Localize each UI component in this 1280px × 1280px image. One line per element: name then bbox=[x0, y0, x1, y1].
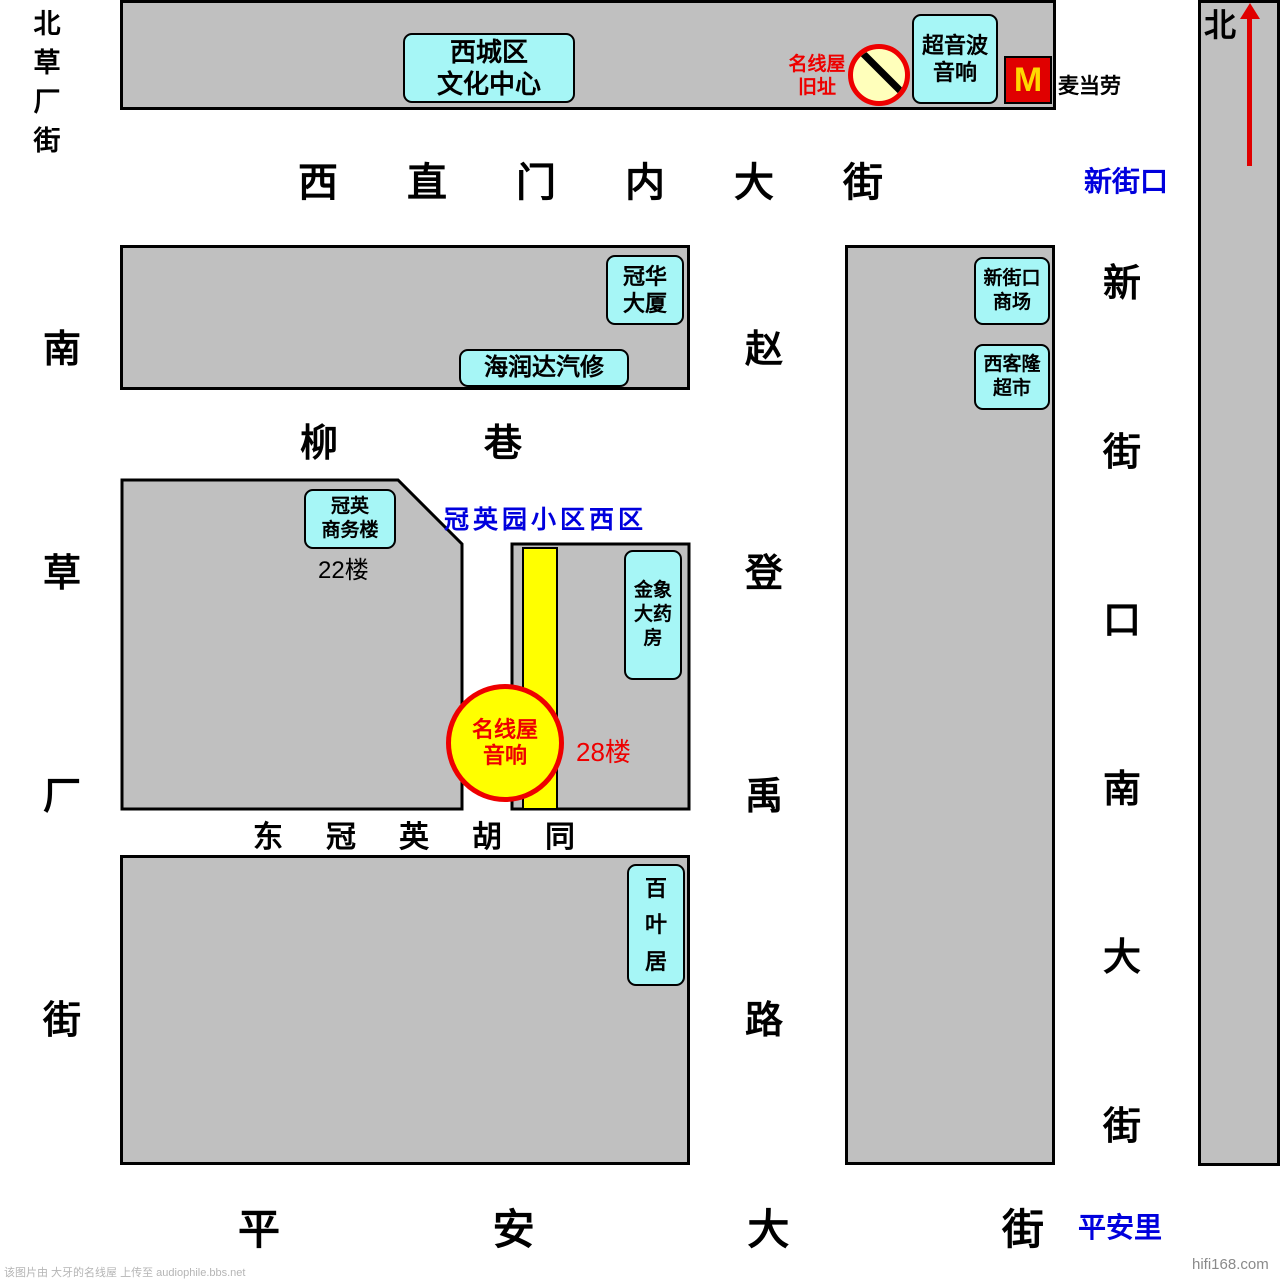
text-segment: 大厦 bbox=[622, 291, 667, 316]
street-xinjiekou-nandajie: 新街口南大街 bbox=[1102, 252, 1142, 1150]
text-segment: 直 bbox=[407, 161, 447, 205]
street-pingan-dajie: 平安大街 bbox=[238, 1196, 1044, 1257]
mcdonalds-m-icon: M bbox=[1004, 56, 1052, 104]
text-segment: 商场 bbox=[992, 292, 1031, 313]
text-segment: 商务楼 bbox=[321, 520, 379, 541]
text-segment: 街 bbox=[42, 999, 81, 1042]
baiyeju-box: 百叶居 bbox=[627, 864, 685, 986]
label-pinganli: 平安里 bbox=[1078, 1212, 1163, 1243]
street-xizhimennei-dajie: 西直门内大街 bbox=[298, 150, 883, 208]
text-segment: 音响 bbox=[482, 743, 527, 768]
text-segment: 叶 bbox=[644, 912, 667, 938]
text-segment: 胡 bbox=[472, 821, 502, 854]
text-segment: 口 bbox=[1102, 600, 1141, 643]
text-segment: 路 bbox=[744, 999, 783, 1042]
text-segment: 街 bbox=[33, 126, 61, 156]
street-liuxiang: 柳巷 bbox=[300, 412, 522, 467]
north-arrow-head-icon bbox=[1240, 3, 1260, 19]
block-lower-west bbox=[120, 855, 690, 1165]
text-segment: 厂 bbox=[33, 87, 61, 117]
mingxianwu-shop-circle: 名线屋音响 bbox=[446, 684, 564, 802]
text-segment: 同 bbox=[545, 821, 575, 854]
old-site-label: 名线屋旧址 bbox=[776, 54, 858, 100]
jinxiang-pharmacy-box: 金象大药房 bbox=[624, 550, 682, 680]
cultural-center-box: 西城区文化中心 bbox=[403, 33, 575, 103]
text-segment: 柳 bbox=[300, 423, 339, 465]
footer-credit: 该图片由 大牙的名线屋 上传至 audiophile.bbs.net bbox=[4, 1267, 246, 1279]
text-segment: 名线屋 bbox=[471, 716, 538, 742]
text-segment: 厂 bbox=[42, 776, 81, 819]
text-segment: 草 bbox=[42, 552, 81, 595]
text-segment: 街 bbox=[843, 161, 883, 205]
street-zhaodengyu-lu: 赵登禹路 bbox=[744, 318, 784, 1044]
text-segment: 西客隆 bbox=[983, 354, 1041, 376]
text-segment: 新街口 bbox=[983, 268, 1041, 290]
text-segment: 门 bbox=[516, 161, 556, 205]
guanying-business-box: 冠英商务楼 bbox=[304, 489, 396, 549]
street-nancaochang-jie: 南草厂街 bbox=[42, 318, 82, 1044]
block-middle-west-left bbox=[120, 478, 464, 811]
text-segment: 安 bbox=[492, 1206, 535, 1253]
text-segment: 居 bbox=[644, 948, 667, 974]
text-segment: 东 bbox=[253, 821, 283, 854]
text-segment: 街 bbox=[1102, 1105, 1141, 1148]
hairunda-repair-box: 海润达汽修 bbox=[459, 349, 629, 387]
street-beicaochang-jie: 北草厂街 bbox=[30, 2, 64, 156]
text-segment: 大 bbox=[734, 161, 774, 205]
text-segment: 西 bbox=[298, 161, 338, 205]
text-segment: 南 bbox=[42, 329, 81, 371]
text-segment: 海润达汽修 bbox=[484, 354, 604, 381]
text-segment: 大药 bbox=[633, 604, 672, 626]
text-segment: 草 bbox=[33, 48, 61, 78]
label-floor-22: 22楼 bbox=[318, 557, 369, 584]
text-segment: 北 bbox=[33, 9, 61, 39]
xinjiekou-mall-box: 新街口商场 bbox=[974, 257, 1050, 325]
text-segment: 巷 bbox=[483, 423, 522, 465]
text-segment: 内 bbox=[625, 161, 665, 205]
text-segment: 大 bbox=[1102, 937, 1141, 980]
ultrasonic-audio-box: 超音波音响 bbox=[912, 14, 998, 104]
label-floor-28: 28楼 bbox=[576, 737, 631, 767]
footer-site: hifi168.com bbox=[1192, 1256, 1269, 1273]
north-arrow-line-icon bbox=[1247, 16, 1252, 166]
text-segment: 金象 bbox=[633, 580, 672, 602]
text-segment: 冠英 bbox=[330, 496, 369, 518]
compass-north-label: 北 bbox=[1204, 7, 1237, 43]
street-dongguanying-hutong: 东冠英胡同 bbox=[253, 812, 575, 856]
text-segment: 冠华 bbox=[622, 263, 667, 289]
mcdonalds-m-letter: M bbox=[1013, 60, 1043, 99]
text-segment: 文化中心 bbox=[436, 69, 541, 99]
text-segment: 赵 bbox=[744, 329, 783, 371]
text-segment: 超音波 bbox=[921, 32, 988, 58]
guanhua-mansion-box: 冠华大厦 bbox=[606, 255, 684, 325]
text-segment: 平 bbox=[238, 1206, 281, 1253]
text-segment: 超市 bbox=[992, 378, 1031, 399]
text-segment: 名线屋 bbox=[788, 54, 846, 75]
mcdonalds-label: 麦当劳 bbox=[1058, 75, 1121, 98]
no-entry-slash-icon bbox=[853, 49, 905, 101]
text-segment: 音响 bbox=[932, 60, 977, 85]
text-segment: 百 bbox=[644, 875, 667, 901]
text-segment: 街 bbox=[1102, 431, 1141, 474]
text-segment: 街 bbox=[1001, 1206, 1044, 1253]
label-xinjiekou: 新街口 bbox=[1084, 166, 1169, 197]
text-segment: 冠 bbox=[326, 821, 356, 854]
xikelong-market-box: 西客隆超市 bbox=[974, 344, 1050, 410]
text-segment: 禹 bbox=[744, 776, 783, 819]
text-segment: 大 bbox=[747, 1206, 790, 1253]
no-entry-sign-icon bbox=[848, 44, 910, 106]
text-segment: 南 bbox=[1102, 768, 1141, 811]
text-segment: 旧址 bbox=[797, 76, 836, 98]
text-segment: 房 bbox=[643, 627, 663, 649]
label-guanyingyuan-west: 冠英园小区西区 bbox=[444, 506, 648, 534]
text-segment: 新 bbox=[1102, 263, 1141, 305]
text-segment: 登 bbox=[744, 552, 783, 595]
text-segment: 西城区 bbox=[449, 36, 528, 67]
text-segment: 英 bbox=[399, 821, 429, 854]
block-far-east bbox=[1198, 0, 1280, 1166]
